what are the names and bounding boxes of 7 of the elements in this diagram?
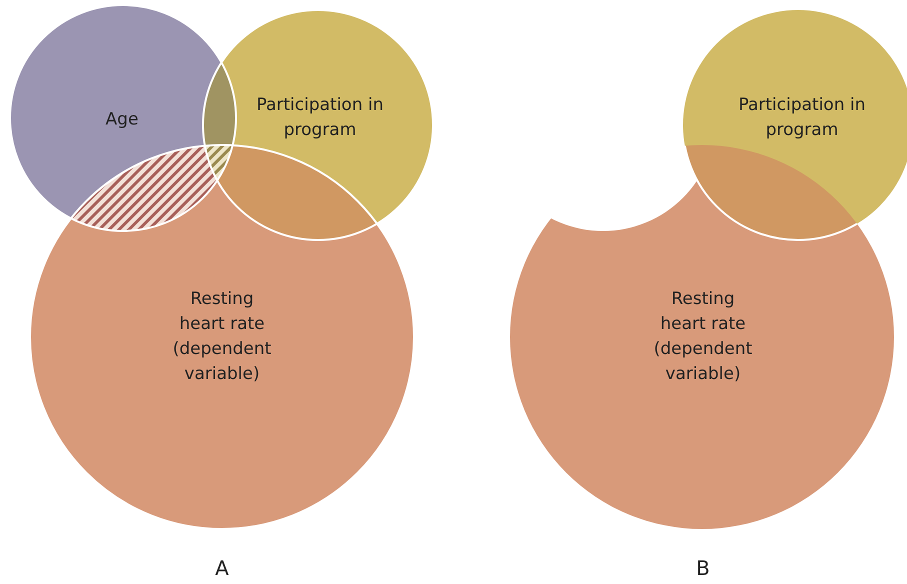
circle-label: Participation in program <box>255 94 385 142</box>
circle-label: Participation in program <box>737 94 867 142</box>
circle-label: Resting heart rate (dependent variable) <box>652 288 754 386</box>
panel-label: B <box>696 556 710 580</box>
circle-label: Age <box>104 108 140 132</box>
panel-label: A <box>215 556 229 580</box>
circle-label: Resting heart rate (dependent variable) <box>172 288 272 386</box>
